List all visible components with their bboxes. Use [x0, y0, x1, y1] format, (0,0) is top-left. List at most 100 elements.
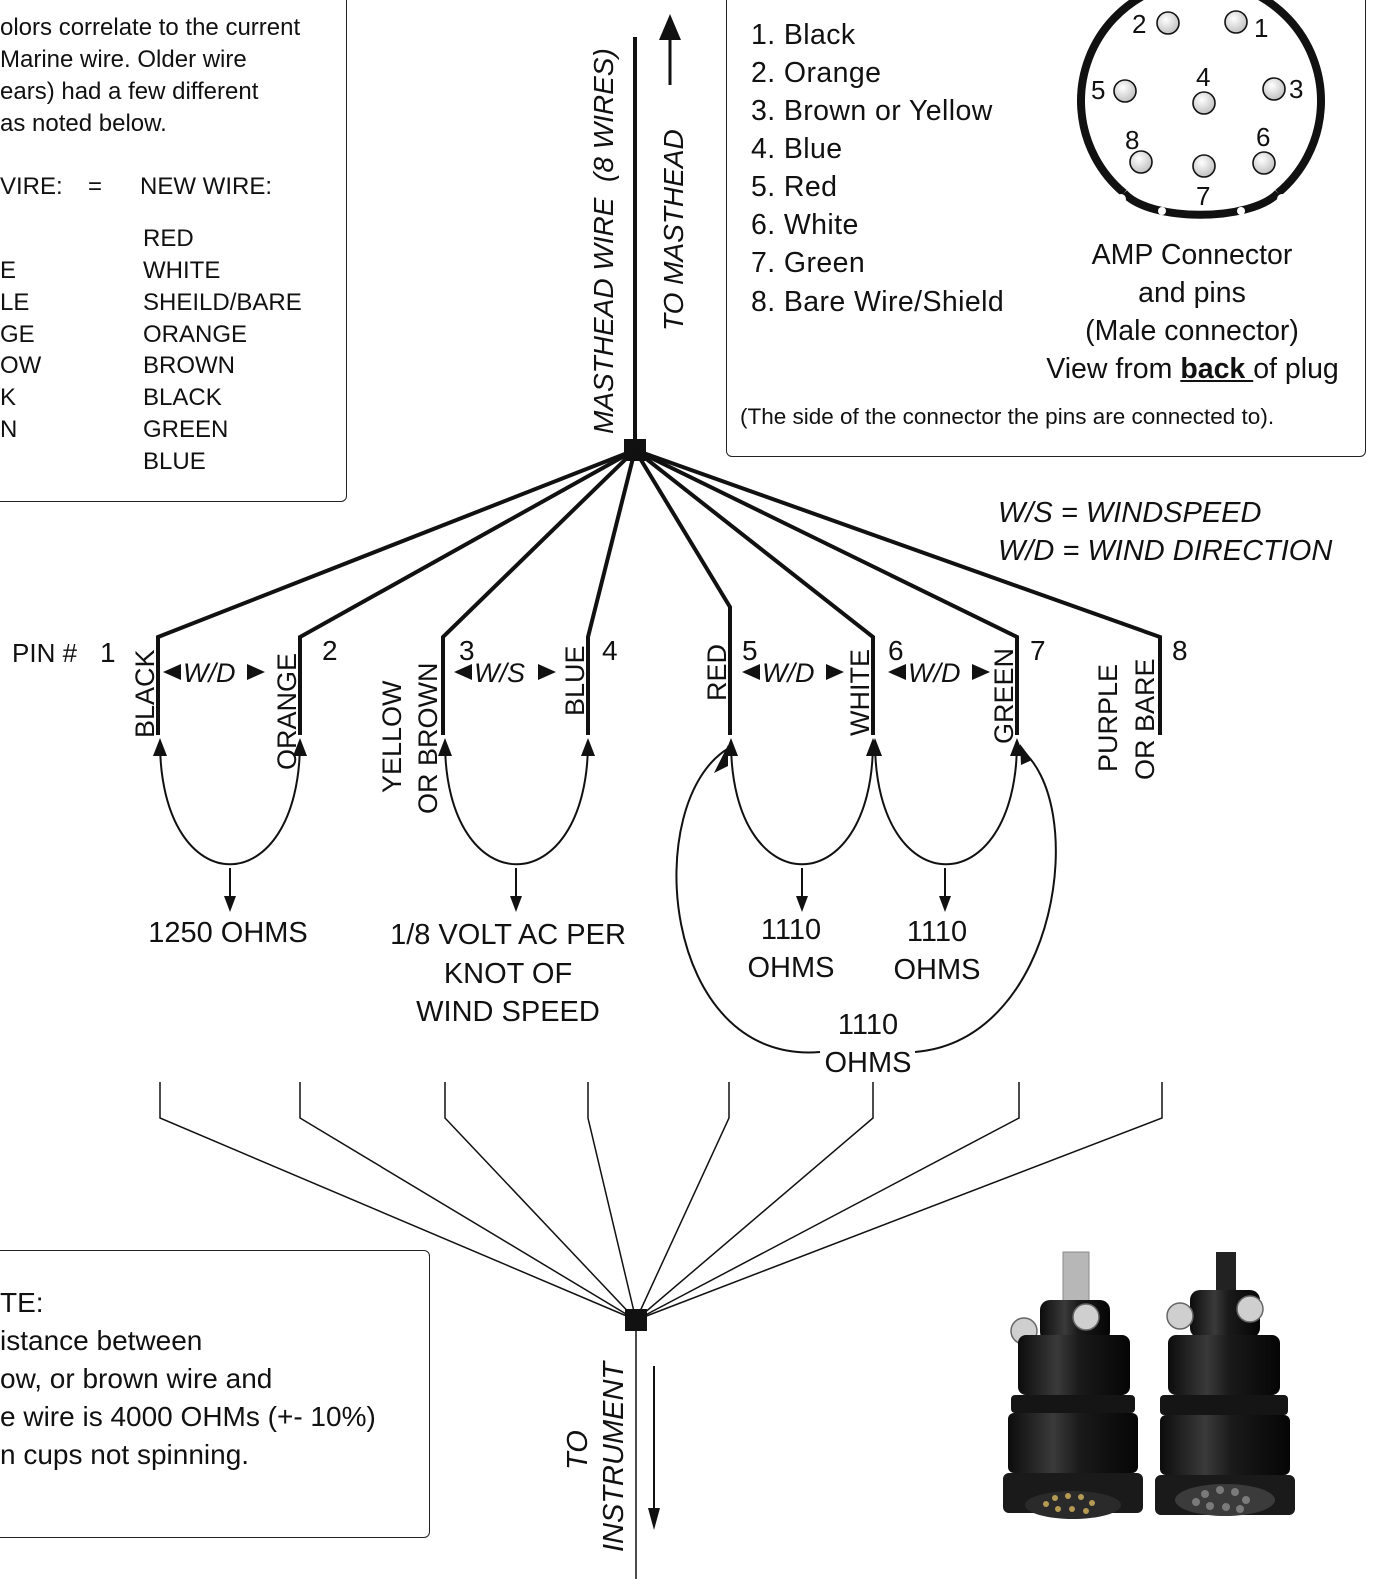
new-wire-1: RED — [143, 225, 194, 252]
wire-label-black: BLACK — [130, 649, 160, 738]
note-line-3: ears) had a few different — [0, 78, 259, 105]
measurement-red-green-2: OHMS — [825, 1047, 912, 1079]
connector-pin-label-6: 6 — [1256, 122, 1270, 152]
connector-pin-1 — [1224, 10, 1248, 34]
wire-label-yellow: YELLOW — [377, 680, 407, 793]
connector-pin-numbers: 1 2 3 4 5 6 7 8 — [1091, 9, 1303, 211]
pair-arrow-1-2 — [163, 664, 265, 680]
note-bottom-line-1: TE: — [0, 1287, 44, 1318]
measurement-arcs — [159, 741, 1057, 1054]
measurement-pointer-heads — [224, 896, 951, 912]
top-wire-fan — [156, 448, 1162, 735]
pin-number-8: 8 — [1172, 635, 1188, 666]
connector-pin-label-1: 1 — [1254, 13, 1268, 43]
old-wire-6: K — [0, 384, 17, 411]
connector-pin-6 — [1252, 151, 1276, 175]
new-wire-7: GREEN — [143, 416, 229, 443]
amp-connector-title: AMP Connector — [1091, 239, 1293, 271]
note-bottom-line-5: n cups not spinning. — [0, 1439, 250, 1470]
connector-pin-label-5: 5 — [1091, 75, 1105, 105]
bottom-wire-fan — [159, 1082, 1163, 1579]
to-masthead-arrow — [659, 14, 681, 85]
wire-label-red: RED — [702, 644, 732, 701]
note-bottom-line-2: istance between — [0, 1325, 203, 1356]
measurement-red-green-1: 1110 — [838, 1009, 898, 1041]
measurement-white-green-1: 1110 — [907, 916, 967, 948]
connector-pin-8 — [1129, 150, 1153, 174]
wire-label-purple: PURPLE — [1093, 664, 1123, 772]
pin-number-6: 6 — [888, 635, 904, 666]
new-wire-6: BLACK — [143, 384, 222, 411]
legend-pin-1: 1. Black — [751, 19, 856, 51]
to-label: TO — [562, 1430, 594, 1470]
connector-pin-3 — [1262, 77, 1286, 101]
pin-legend-box — [726, 0, 1366, 457]
connector-pins — [1113, 10, 1286, 178]
connector-pin-5 — [1113, 79, 1137, 103]
measurement-white-green-2: OHMS — [894, 954, 981, 986]
measurement-pointers — [229, 868, 946, 900]
pin-number-3: 3 — [459, 635, 475, 666]
connector-pin-label-7: 7 — [1196, 181, 1210, 211]
legend-pin-7: 7. Green — [751, 247, 866, 279]
old-wire-7: N — [0, 416, 18, 443]
legend-pin-5: 5. Red — [751, 171, 838, 203]
legend-pin-6: 6. White — [751, 209, 859, 241]
old-wire-5: OW — [0, 352, 42, 379]
connector-side-note: (The side of the connector the pins are … — [740, 404, 1275, 429]
measurement-red-white-2: OHMS — [748, 952, 835, 984]
arc-arrowheads — [153, 738, 1032, 773]
wd-abbrev: W/D = WIND DIRECTION — [998, 535, 1332, 567]
connector-pin-label-2: 2 — [1132, 9, 1146, 39]
new-wire-3: SHEILD/BARE — [143, 289, 302, 316]
pin-number-2: 2 — [322, 635, 338, 666]
new-wire-header: NEW WIRE: — [140, 173, 272, 200]
old-wire-3: LE — [0, 289, 30, 316]
pair-label-1-2: W/D — [183, 658, 235, 688]
male-connector-label: (Male connector) — [1085, 315, 1299, 347]
connector-pin-label-8: 8 — [1125, 125, 1139, 155]
note-bottom-line-4: e wire is 4000 OHMs (+- 10%) — [0, 1401, 376, 1432]
old-wire-2: E — [0, 257, 17, 284]
pair-arrow-6-7 — [888, 664, 990, 680]
to-masthead-label: TO MASTHEAD — [658, 129, 689, 331]
measurement-ws-line-3: WIND SPEED — [416, 996, 600, 1028]
wire-label-blue: BLUE — [560, 645, 590, 716]
view-bold: back — [1180, 353, 1254, 385]
instrument-label: INSTRUMENT — [598, 1360, 630, 1552]
to-instrument-arrow — [648, 1366, 660, 1530]
new-wire-4: ORANGE — [143, 321, 248, 348]
pin-number-7: 7 — [1030, 635, 1046, 666]
wire-label-green: GREEN — [989, 648, 1019, 744]
measurement-black-orange: 1250 OHMS — [148, 917, 308, 949]
measurement-red-white-1: 1110 — [761, 914, 821, 946]
equals-sign: = — [88, 173, 103, 200]
view-from-back-label: View from back of plug — [1030, 350, 1355, 388]
legend-pin-8: 8. Bare Wire/Shield — [751, 286, 1005, 318]
old-wire-header: VIRE: — [0, 173, 63, 200]
view-prefix: View from — [1046, 353, 1181, 385]
legend-pin-2: 2. Orange — [751, 57, 882, 89]
resistance-note-box — [0, 1250, 430, 1538]
connector-pin-label-4: 4 — [1196, 62, 1210, 92]
connector-pin-label-3: 3 — [1289, 74, 1303, 104]
pair-arrow-5-6 — [742, 664, 844, 680]
wire-label-or-brown: OR BROWN — [413, 663, 443, 815]
pin-number-4: 4 — [602, 635, 618, 666]
old-wire-4: GE — [0, 321, 35, 348]
wire-color-note-box — [0, 0, 347, 502]
pin-number-5: 5 — [742, 635, 758, 666]
pair-arrow-3-4 — [454, 664, 556, 680]
amp-connector-photo — [1003, 1251, 1295, 1519]
bottom-junction — [625, 1309, 647, 1331]
note-line-4: as noted below. — [0, 110, 167, 137]
connector-pin-2 — [1156, 11, 1180, 35]
measurement-ws-line-2: KNOT OF — [444, 958, 572, 990]
pair-label-3-4: W/S — [474, 658, 525, 688]
legend-pin-4: 4. Blue — [751, 133, 843, 165]
note-line-2: Marine wire. Older wire — [0, 46, 247, 73]
amp-connector-diagram — [1077, 0, 1325, 219]
wire-label-or-bare: OR BARE — [1130, 658, 1160, 780]
ws-abbrev: W/S = WINDSPEED — [998, 497, 1262, 529]
new-wire-2: WHITE — [143, 257, 221, 284]
